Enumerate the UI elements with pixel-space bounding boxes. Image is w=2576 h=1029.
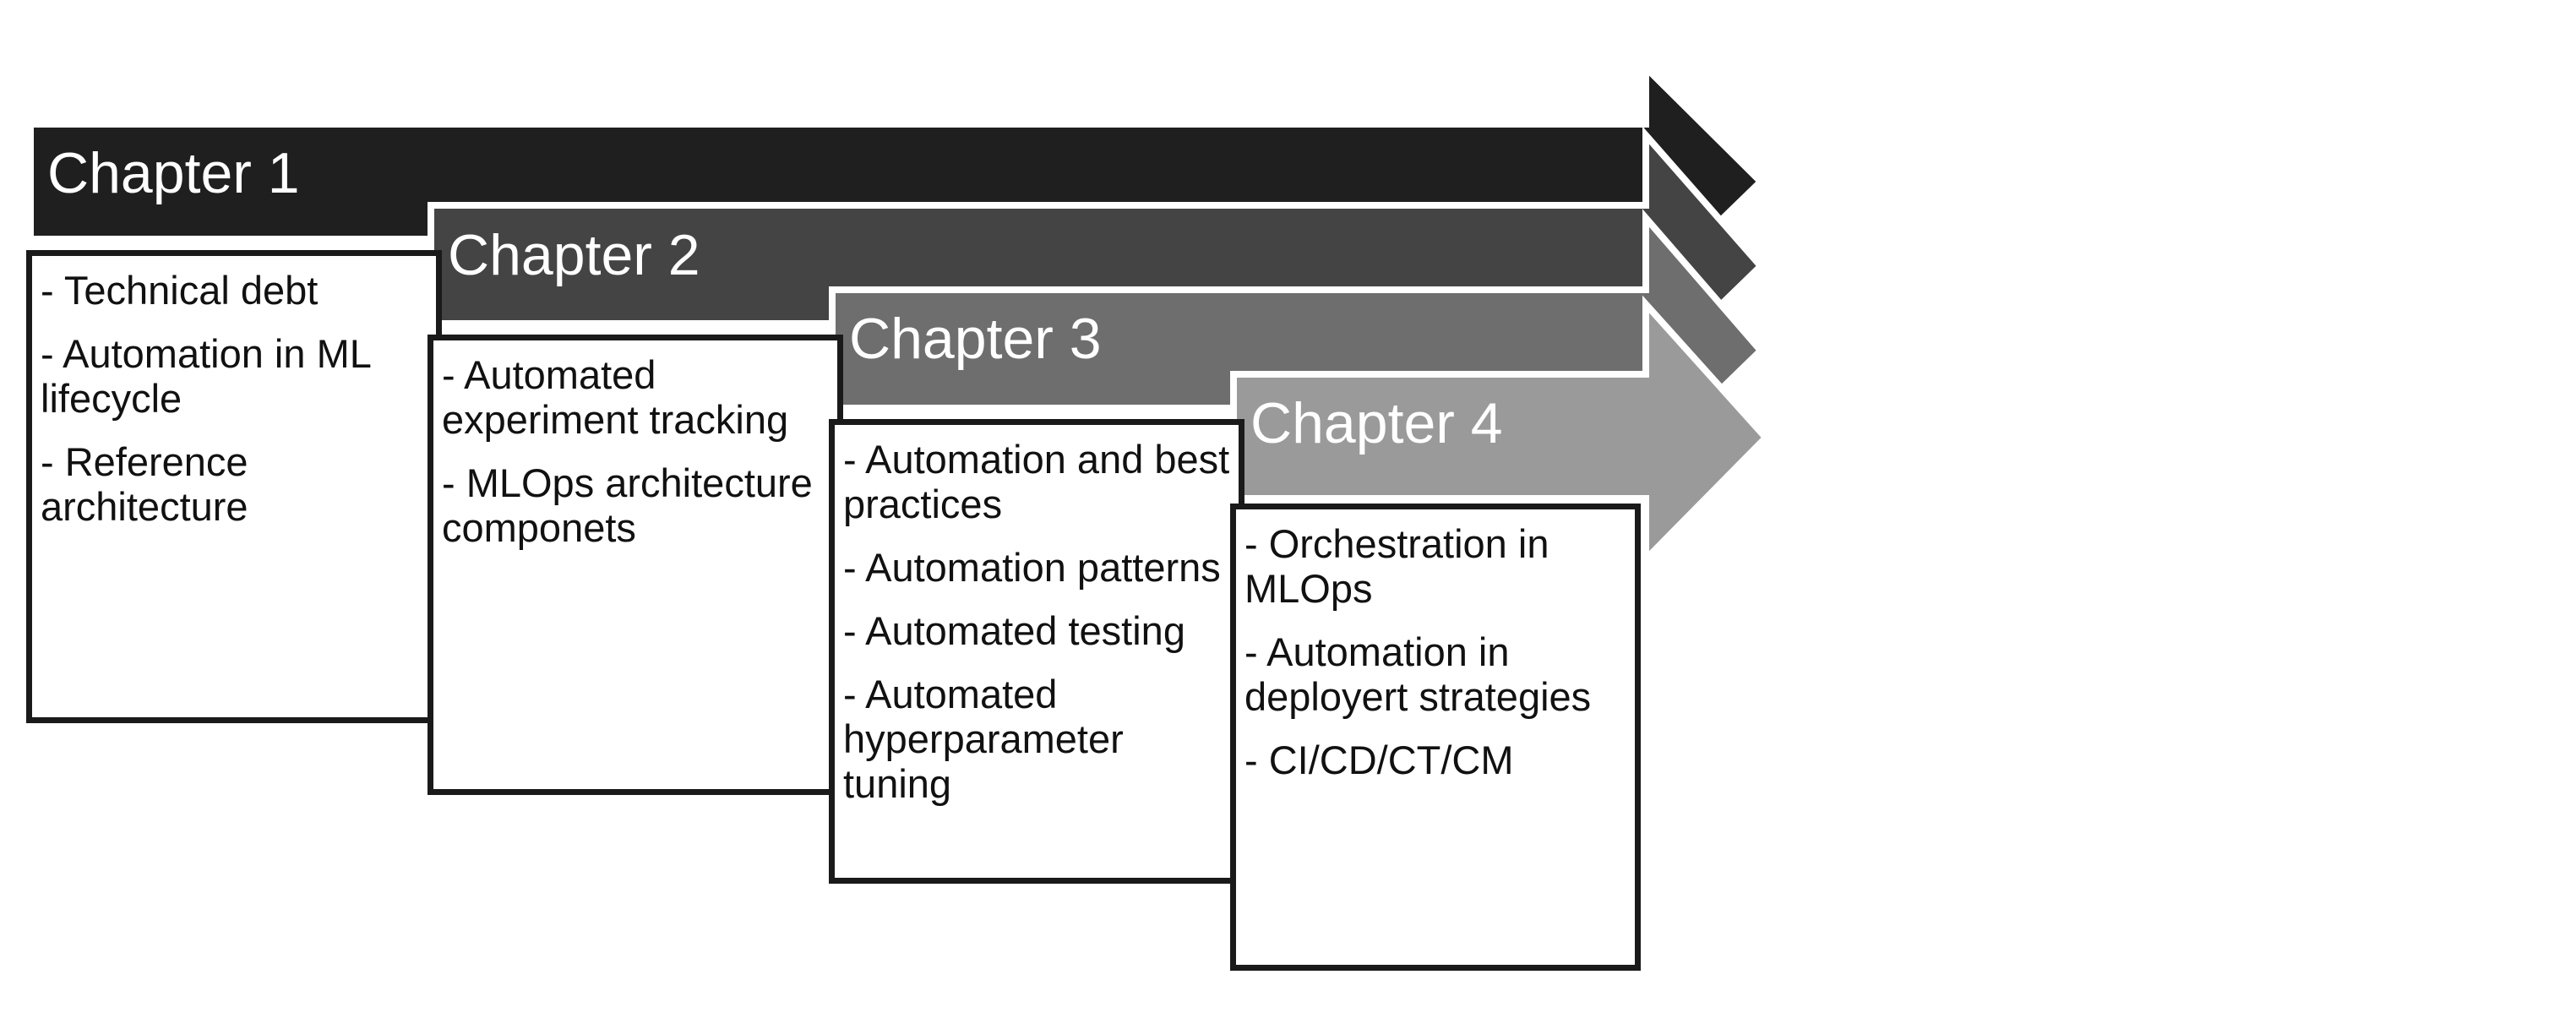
chapter-2-title: Chapter 2 <box>448 223 700 287</box>
chapter-4-title: Chapter 4 <box>1250 391 1503 455</box>
chapter-3-topic: - Automated testing <box>843 608 1185 653</box>
chapter-1-topic: - Technical debt <box>41 268 319 313</box>
chapter-4-topic: - Automation in deployert strategies <box>1244 629 1592 719</box>
chapter-4-box: - Orchestration in MLOps - Automation in… <box>1230 504 1641 971</box>
chapter-3-topic: - Automation patterns <box>843 545 1221 590</box>
chapter-1-arrow-shape <box>27 59 1766 242</box>
chapter-3-topic: - Automation and best practices <box>843 437 1230 526</box>
chapter-1-topic-list: - Technical debt - Automation in ML life… <box>41 268 428 529</box>
chapter-4-topic-list: - Orchestration in MLOps - Automation in… <box>1244 521 1626 782</box>
chapter-1-arrow: Chapter 1 <box>27 59 1766 242</box>
chapter-2-topic: - MLOps architecture componets <box>442 460 813 550</box>
chapter-3-arrow: Chapter 3 <box>829 209 1766 411</box>
chapter-4-topic: - Orchestration in MLOps <box>1244 521 1549 611</box>
chapter-3-title: Chapter 3 <box>849 307 1102 371</box>
chapter-2-topic: - Automated experiment tracking <box>442 352 789 442</box>
chapter-1-topic: - Automation in ML lifecycle <box>41 331 371 421</box>
chapter-2-box: - Automated experiment tracking - MLOps … <box>428 335 843 795</box>
chapter-1-title: Chapter 1 <box>47 141 300 205</box>
chapter-1-box: - Technical debt - Automation in ML life… <box>26 250 442 723</box>
chapter-2-topic-list: - Automated experiment tracking - MLOps … <box>442 352 829 550</box>
chapter-1-topic: - Reference architecture <box>41 439 248 529</box>
chapter-3-box: - Automation and best practices - Automa… <box>829 419 1244 884</box>
chapter-4-arrow-shape <box>1230 295 1771 568</box>
chapter-4-arrow: Chapter 4 <box>1230 295 1771 568</box>
chapter-3-topic-list: - Automation and best practices - Automa… <box>843 437 1230 806</box>
chapter-4-topic: - CI/CD/CT/CM <box>1244 738 1514 782</box>
chapter-3-topic: - Automated hyperparameter tuning <box>843 672 1124 806</box>
